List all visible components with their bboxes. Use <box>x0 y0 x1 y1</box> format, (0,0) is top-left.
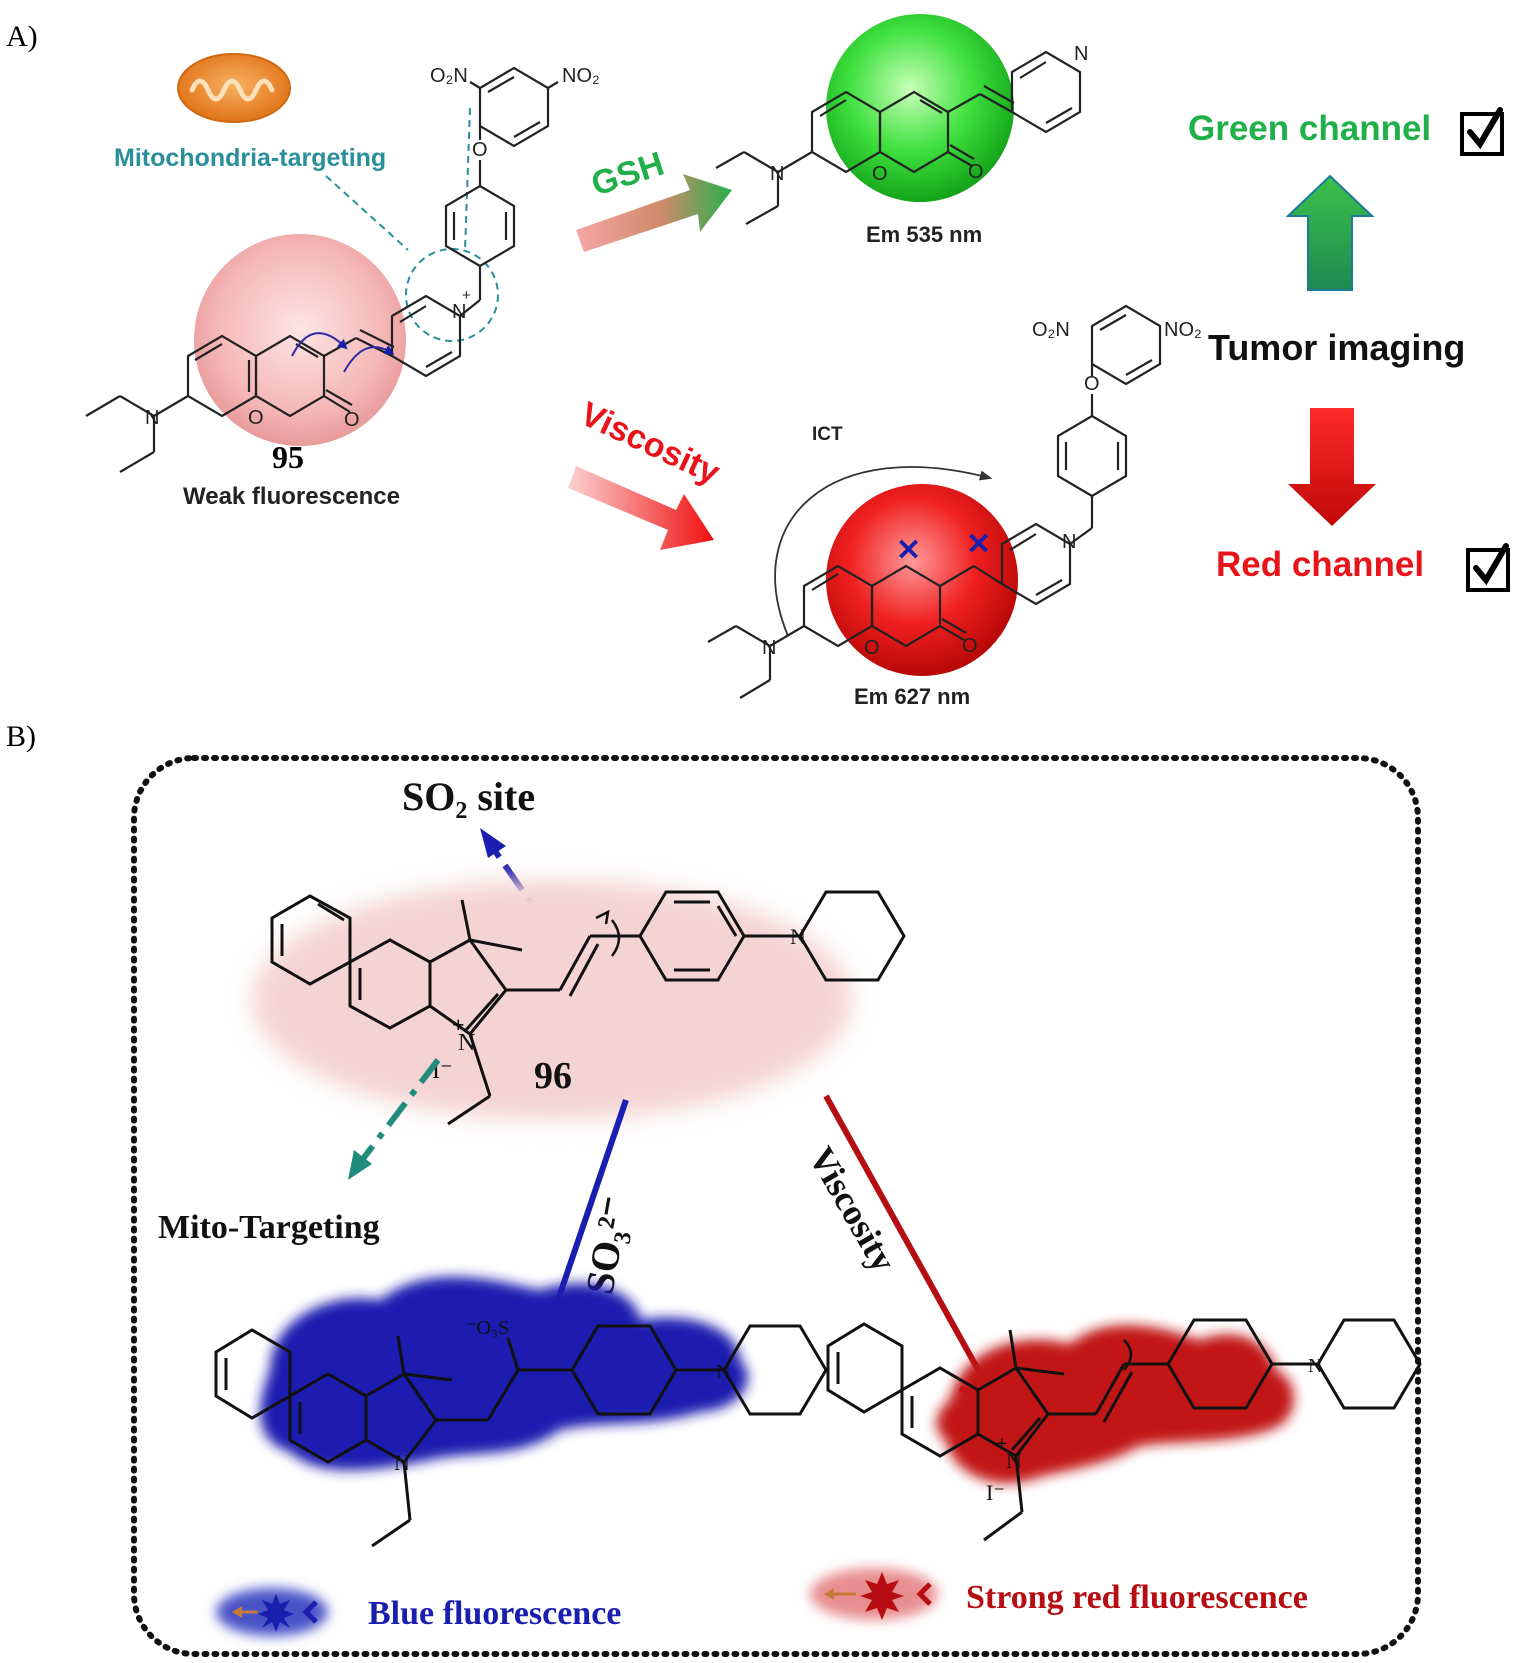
mito-pointer-line <box>464 107 471 251</box>
atom-n-amine: N <box>145 407 159 429</box>
blue-product-structure <box>214 1324 828 1548</box>
panel-a: A) Mitochondria-targeting <box>6 14 1510 709</box>
atom-o-green-carbonyl: O <box>968 161 984 183</box>
ict-label: ICT <box>812 424 843 445</box>
rotation-block-mark: ✕ <box>896 534 921 567</box>
charge-plus: + <box>462 287 471 304</box>
panel-b-label: B) <box>6 720 36 753</box>
atom-n-red-amine: N <box>762 637 776 659</box>
atom-o-red-ring: O <box>864 637 880 659</box>
blue-emission-icon <box>216 1588 328 1636</box>
counterion-red: I⁻ <box>986 1480 1005 1505</box>
green-product-structure <box>715 50 1082 225</box>
atom-n-pyridinium: N <box>452 301 466 323</box>
red-product-structure <box>826 1318 1422 1542</box>
compound-96-structure <box>270 890 906 1126</box>
rotation-block-mark: ✕ <box>966 528 991 561</box>
atom-n-piperidine: N <box>790 924 806 949</box>
atom-n-blue-indoline: N <box>394 1450 410 1475</box>
gsh-label: GSH <box>587 145 669 204</box>
blue-fluorescence-label: Blue fluorescence <box>368 1595 621 1632</box>
panel-a-label: A) <box>6 20 38 53</box>
red-fluorescence-glow <box>826 484 1018 676</box>
rotation-arrow <box>610 919 621 957</box>
gsh-reaction-arrow <box>576 174 732 252</box>
up-arrow-green <box>1285 174 1375 291</box>
red-emission-icon <box>810 1568 938 1620</box>
o2n-group-red: O₂N <box>1032 319 1070 341</box>
atom-n-red-indolium: N <box>1006 1448 1022 1473</box>
red-product-structure <box>707 304 1162 699</box>
compound-95-number: 95 <box>272 439 304 475</box>
compound-96-number: 96 <box>534 1055 572 1097</box>
atom-n-green-amine: N <box>770 163 784 185</box>
tumor-imaging-label: Tumor imaging <box>1208 327 1465 368</box>
no2-group-red: NO₂ <box>1164 319 1202 341</box>
o2n-group: O₂N <box>430 65 468 87</box>
viscosity-reaction-arrow <box>568 466 714 550</box>
checked-box-icon <box>1460 107 1504 156</box>
sulfite-label: SO₃²⁻ <box>577 1193 638 1298</box>
ict-arrow <box>774 466 993 637</box>
atom-n-indolium: N <box>458 1030 475 1056</box>
red-channel-label: Red channel <box>1216 545 1424 584</box>
atom-n-blue-piperidine: N <box>716 1361 730 1383</box>
atom-o-ring: O <box>248 407 264 429</box>
atom-o-red-ether: O <box>1084 373 1100 395</box>
so2-site-pointer-head <box>480 828 506 858</box>
down-arrow-red <box>1288 408 1376 526</box>
panel-b-dotted-frame <box>131 755 1421 1657</box>
red-emission-label: Em 627 nm <box>854 684 970 709</box>
compound-95-state: Weak fluorescence <box>183 483 400 510</box>
atom-o-red-carbonyl: O <box>962 635 978 657</box>
atom-o-ether: O <box>472 139 488 161</box>
mito-targeting-pointer-head <box>348 1150 372 1180</box>
viscosity-reaction-arrow-b <box>823 1094 999 1404</box>
mito-targeting-label: Mito-Targeting <box>158 1209 380 1246</box>
compound-95-structure <box>85 66 559 473</box>
no2-group: NO₂ <box>562 65 600 87</box>
green-emission-label: Em 535 nm <box>866 222 982 247</box>
atom-n-red-piperidine: N <box>1308 1355 1322 1377</box>
electron-push-arrow <box>343 345 395 373</box>
weak-fluorescence-glow <box>194 234 406 446</box>
panel-b: B) SO₂ site <box>6 720 1422 1657</box>
mitochondrion-icon <box>177 53 291 123</box>
atom-o-green-ring: O <box>872 163 888 185</box>
compound-96-glow <box>252 880 852 1120</box>
charge-plus-red: + <box>996 1433 1007 1455</box>
atom-n-green-pyridine: N <box>1074 43 1088 65</box>
green-fluorescence-glow <box>826 14 1014 202</box>
rotation-arrow <box>595 909 610 925</box>
mito-pointer-line <box>325 175 409 251</box>
rotation-arrow-red <box>1123 1339 1133 1371</box>
mitochondria-targeting-label: Mitochondria-targeting <box>114 144 386 172</box>
electron-push-arrow <box>291 332 348 357</box>
atom-n-red-pyridinium: N <box>1062 531 1076 553</box>
sulfonate-group: ⁻O₃S <box>466 1317 509 1339</box>
red-fluorescence-label: Strong red fluorescence <box>966 1579 1308 1616</box>
checked-box-icon <box>1466 543 1510 592</box>
atom-o-carbonyl: O <box>344 409 360 431</box>
charge-plus-96: + <box>452 1012 465 1037</box>
mito-targeting-pointer <box>353 1058 441 1170</box>
green-channel-label: Green channel <box>1188 109 1431 148</box>
so2-site-label: SO₂ site <box>402 774 535 819</box>
